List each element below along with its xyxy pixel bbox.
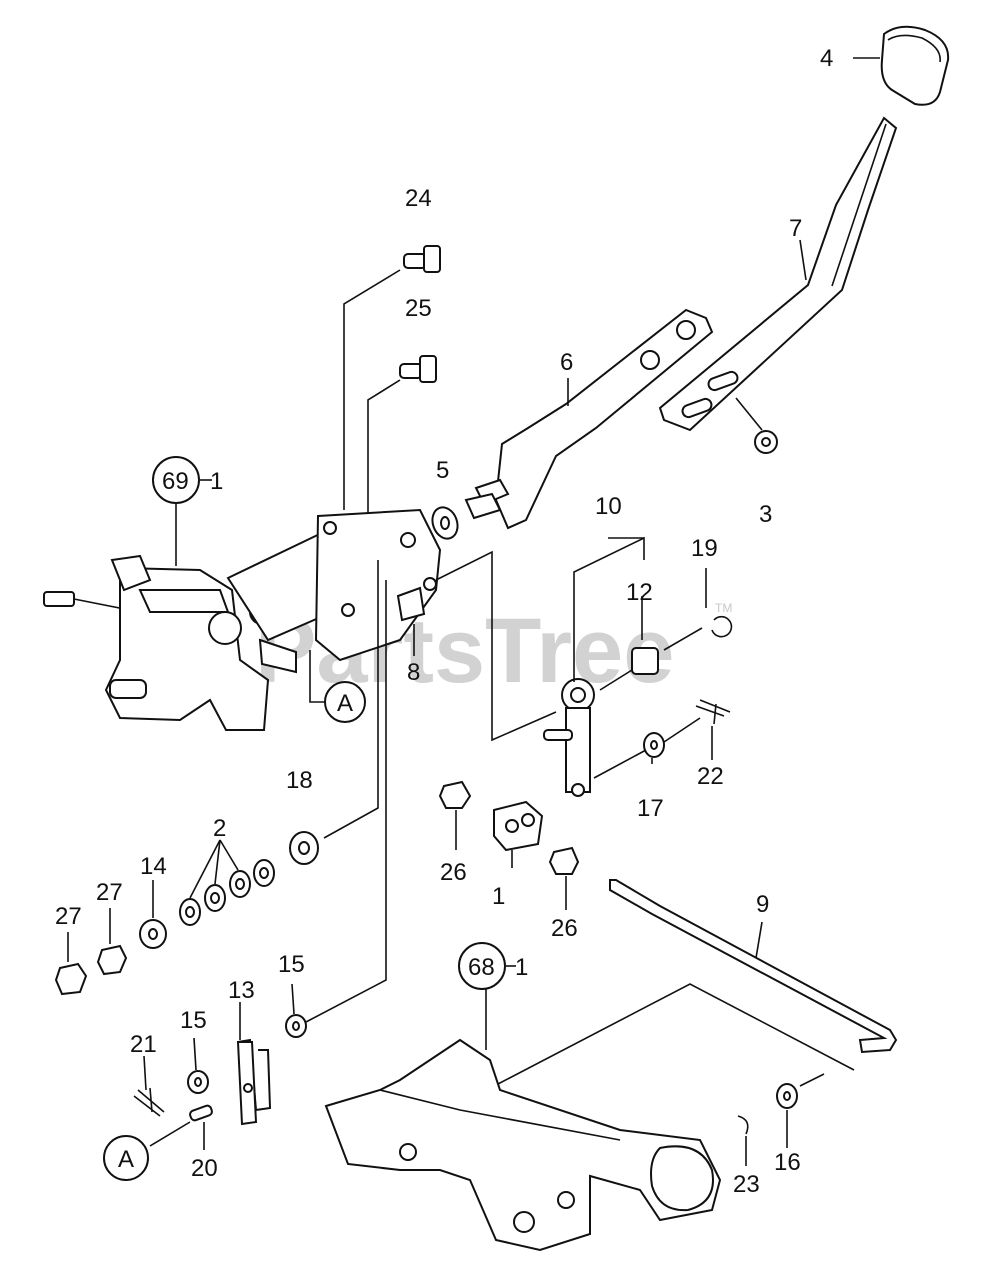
part-washer-18	[289, 831, 319, 865]
part-pin-20	[189, 1104, 213, 1122]
callout-6: 6	[560, 349, 573, 376]
part-nut-26b	[548, 846, 580, 875]
callout-13: 13	[228, 977, 255, 1004]
part-washer-15b	[187, 1070, 209, 1094]
callout-17: 17	[637, 795, 664, 822]
callout-26b: 26	[551, 915, 578, 942]
callout-9: 9	[756, 891, 769, 918]
part-handle-7	[658, 116, 898, 432]
part-washer-16	[776, 1083, 798, 1109]
part-bolt-25	[399, 355, 437, 383]
callout-14: 14	[140, 853, 167, 880]
callout-15a: 15	[278, 951, 305, 978]
part-bolt-24	[403, 245, 441, 273]
part-nut-27b	[96, 944, 128, 976]
callout-4: 4	[820, 45, 833, 72]
callout-26a: 26	[440, 859, 467, 886]
callout-21: 21	[130, 1031, 157, 1058]
callout-69-ring	[152, 456, 200, 504]
callout-19: 19	[691, 535, 718, 562]
part-washer-17	[643, 732, 665, 758]
part-bracket-6	[464, 308, 714, 530]
callout-27b: 27	[96, 879, 123, 906]
callout-15b: 15	[180, 1007, 207, 1034]
part-nut-26a	[438, 780, 472, 809]
callout-A-2: A	[118, 1146, 134, 1173]
part-clip-23	[737, 1115, 749, 1135]
watermark-tm: TM	[715, 601, 732, 615]
part-washer-14	[139, 919, 167, 949]
part-bushing-12	[631, 647, 659, 675]
callout-27a: 27	[55, 903, 82, 930]
callout-10: 10	[595, 493, 622, 520]
callout-3: 3	[759, 501, 772, 528]
part-washers-2	[179, 859, 275, 926]
part-nut-27a	[54, 962, 88, 996]
part-knob-4	[880, 25, 950, 106]
callout-68-suffix: 1	[515, 954, 528, 981]
callout-68-ring	[458, 942, 506, 990]
callout-18: 18	[286, 767, 313, 794]
callout-68: 68	[468, 954, 495, 981]
part-washer-3	[754, 430, 778, 454]
part-block-1	[493, 800, 544, 852]
part-clip-19	[711, 615, 733, 638]
part-valve-69	[43, 528, 361, 731]
callout-12: 12	[626, 579, 653, 606]
callout-A-ring-2	[103, 1135, 149, 1181]
part-washer-15a	[285, 1014, 307, 1038]
callout-20: 20	[191, 1155, 218, 1182]
callout-1: 1	[492, 883, 505, 910]
part-link-13	[236, 1038, 272, 1126]
callout-A-1: A	[337, 690, 353, 717]
callout-22: 22	[697, 763, 724, 790]
callout-2: 2	[213, 815, 226, 842]
part-rod-9	[609, 879, 898, 1054]
callout-8: 8	[407, 659, 420, 686]
part-pin-21	[133, 1087, 165, 1117]
callout-25: 25	[405, 295, 432, 322]
callout-24: 24	[405, 185, 432, 212]
callout-7: 7	[789, 215, 802, 242]
callout-69-suffix: 1	[210, 468, 223, 495]
part-lever-10	[543, 678, 595, 797]
callout-16: 16	[774, 1149, 801, 1176]
part-pin-22	[695, 699, 731, 725]
part-washer-5	[431, 506, 459, 540]
callout-5: 5	[436, 457, 449, 484]
callout-23: 23	[733, 1171, 760, 1198]
callout-69: 69	[162, 468, 189, 495]
part-bracket-68	[324, 1038, 722, 1252]
